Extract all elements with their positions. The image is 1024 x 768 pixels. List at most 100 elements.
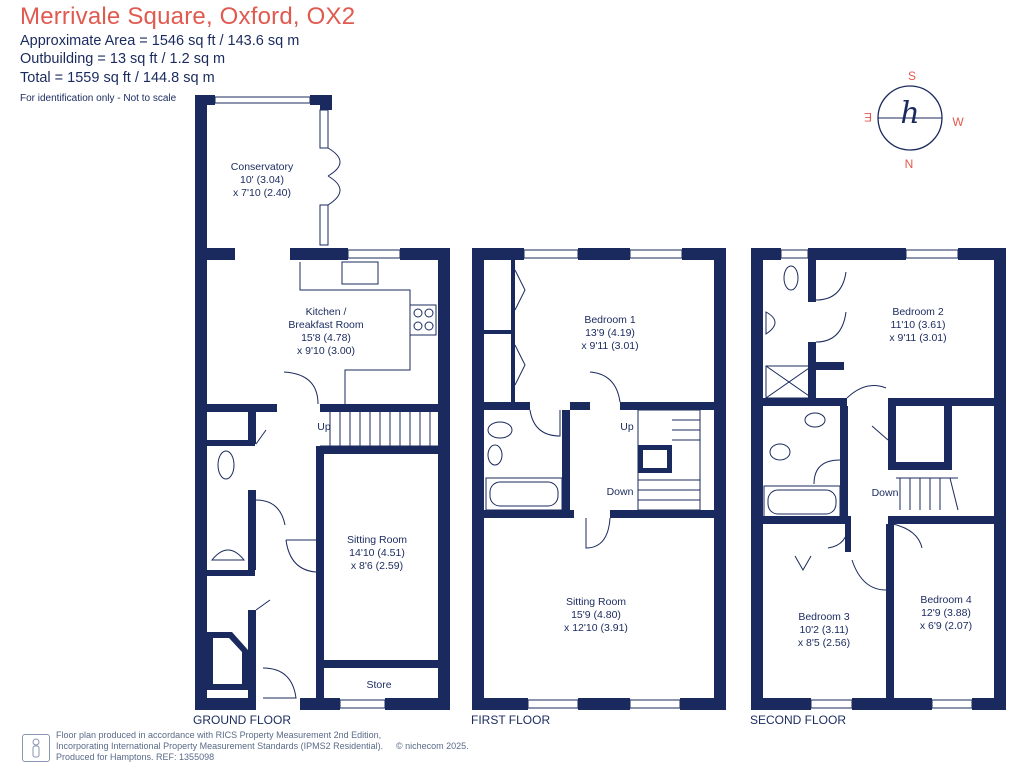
wall (958, 248, 1006, 260)
wall (195, 698, 255, 710)
bedroom1-dim1: 13'9 (4.19) (585, 327, 635, 339)
wall (751, 398, 847, 406)
first-sitting-dim1: 15'9 (4.80) (571, 609, 621, 621)
wall (845, 524, 851, 552)
identification-note: For identification only - Not to scale (20, 93, 177, 104)
toilet-icon (783, 265, 799, 291)
second-stairs-down: Down (872, 487, 899, 499)
first-floor-plan (472, 248, 726, 710)
wall (248, 610, 256, 710)
wardrobe-doors (514, 269, 526, 386)
wall (888, 462, 952, 470)
bedroom1-window (629, 249, 683, 259)
wall (886, 524, 894, 710)
total-area: Total = 1559 sq ft / 144.8 sq m (20, 70, 215, 86)
toilet-icon (217, 450, 235, 480)
second-floor-label: SECOND FLOOR (750, 713, 846, 727)
wall (438, 248, 450, 708)
wall (751, 698, 811, 710)
wall (680, 698, 726, 710)
footer-line-3: Produced for Hamptons. REF: 1355098 (56, 752, 215, 762)
bedroom4-dim2: x 6'9 (2.07) (920, 620, 972, 632)
wall (316, 446, 438, 454)
wardrobe-wall (484, 330, 514, 334)
conservatory-dim1: 10' (3.04) (240, 174, 284, 186)
store-name: Store (366, 679, 391, 691)
wall (290, 248, 348, 260)
wall (578, 698, 630, 710)
wall (578, 248, 630, 260)
wall (751, 248, 781, 260)
wall (248, 490, 256, 570)
store-window (339, 699, 386, 709)
wall (682, 248, 726, 260)
wall (195, 570, 255, 576)
sink-icon (341, 261, 379, 285)
bedroom3-window (810, 699, 853, 709)
approximate-area: Approximate Area = 1546 sq ft / 143.6 sq… (20, 33, 300, 49)
footer-disclaimer: Floor plan produced in accordance with R… (56, 730, 383, 763)
toilet-icon (487, 421, 513, 439)
bedroom2-name: Bedroom 2 (892, 306, 944, 318)
wall (472, 248, 484, 708)
door-swing (285, 539, 317, 573)
conservatory-window (214, 96, 311, 104)
bedroom1-dim2: x 9'11 (3.01) (581, 340, 638, 352)
kitchen-dim2: x 9'10 (3.00) (297, 345, 355, 357)
door-swing (529, 409, 561, 437)
bedroom1-name: Bedroom 1 (584, 314, 636, 326)
wall (888, 398, 1006, 406)
first-stairs-down: Down (607, 486, 634, 498)
kitchen-name-line2: Breakfast Room (288, 319, 364, 331)
ground-floor-label: GROUND FLOOR (193, 713, 291, 727)
compass-letter-right: W (952, 115, 964, 129)
wall (944, 406, 952, 470)
bedroom4-dim1: 12'9 (3.88) (921, 607, 971, 619)
ground-sitting-dim2: x 8'6 (2.59) (351, 560, 403, 572)
bedroom3-name: Bedroom 3 (798, 611, 850, 623)
door-swing (262, 667, 297, 699)
wall (195, 440, 255, 446)
wall (316, 660, 450, 668)
compass-logo-letter: h (900, 96, 919, 131)
room-labels: Conservatory 10' (3.04) x 7'10 (2.40) Ki… (231, 161, 972, 691)
kitchen-window (347, 249, 401, 259)
wall (195, 95, 207, 258)
wall (888, 516, 1006, 524)
wall (320, 95, 332, 110)
conservatory-name: Conservatory (231, 161, 294, 173)
wall (195, 248, 235, 260)
footer-line-1: Floor plan produced in accordance with R… (56, 730, 382, 740)
wall (320, 404, 450, 412)
basin-icon (210, 549, 246, 561)
wall (994, 248, 1006, 708)
wall (195, 404, 277, 412)
wall (195, 95, 215, 105)
ground-sitting-name: Sitting Room (347, 534, 407, 546)
wall (840, 406, 848, 516)
first-sitting-name: Sitting Room (566, 596, 626, 608)
wall (751, 248, 763, 708)
conservatory-dim2: x 7'10 (2.40) (233, 187, 291, 199)
door-swing (283, 371, 319, 405)
bedroom4-name: Bedroom 4 (920, 594, 972, 606)
wall (610, 510, 726, 518)
wall (472, 698, 528, 710)
compass-rose: h S W N E (864, 69, 964, 171)
ground-stairs-up: Up (317, 421, 331, 433)
door-swing (892, 523, 923, 549)
wall (385, 698, 450, 710)
second-stairs (896, 477, 959, 511)
bedroom3-dim1: 10'2 (3.11) (799, 624, 848, 636)
wall (972, 698, 1006, 710)
door-swing (255, 429, 286, 611)
conservatory-window (319, 109, 329, 149)
wall (484, 402, 530, 410)
wall (808, 260, 816, 302)
wardrobe-doors (794, 555, 812, 572)
door-swing (813, 459, 841, 485)
bedroom2-dim1: 11'10 (3.61) (891, 319, 946, 331)
bedroom4-window (931, 699, 973, 709)
wall (195, 248, 207, 708)
